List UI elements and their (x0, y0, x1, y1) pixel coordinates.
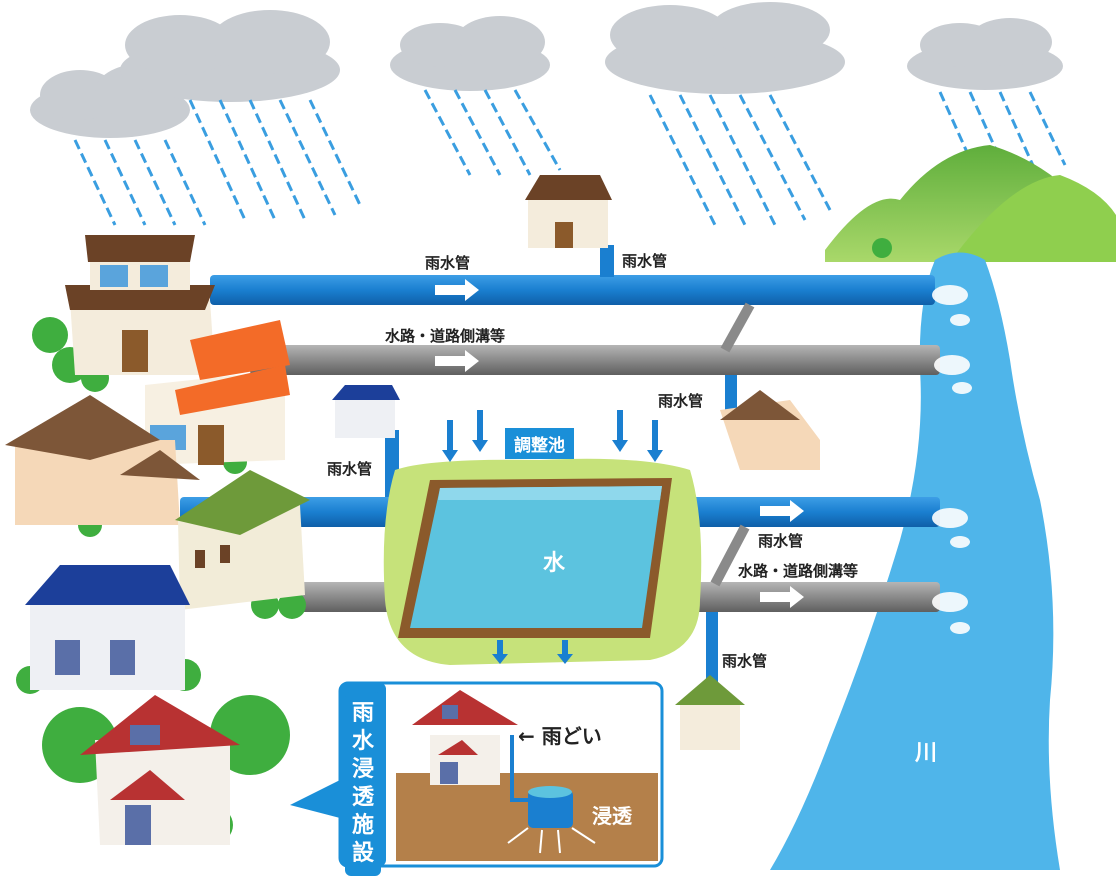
house-small-blue (332, 385, 400, 438)
house-right-low (675, 675, 745, 750)
label-infiltration: 浸透 (592, 804, 632, 828)
label-gutter: ← 雨どい (518, 724, 602, 748)
house-green-roof (175, 470, 310, 610)
house-blue-roof (25, 565, 190, 690)
label-pond: 調整池 (505, 428, 574, 459)
label-river: 川 (915, 741, 938, 766)
house-red-roof (80, 695, 240, 845)
inset-title: 雨 水 浸 透 施 設 (345, 692, 381, 876)
inset-title-char: 施 (351, 813, 374, 838)
label-channel-top: 水路・道路側溝等 (385, 327, 506, 345)
inset-title-char: 設 (351, 841, 374, 866)
mountains (825, 145, 1116, 262)
inset-title-char: 雨 (351, 701, 374, 726)
inset-title-char: 透 (351, 785, 374, 810)
house-orange (145, 320, 290, 465)
inflow-arrows (442, 410, 663, 664)
house-top-left (65, 235, 215, 375)
house-top-center (525, 175, 612, 248)
label-water: 水 (543, 551, 566, 576)
rain-clouds (30, 2, 1063, 138)
rain-streaks (73, 89, 1067, 226)
label-pipe-bottom-right: 雨水管 (758, 532, 804, 550)
label-pipe-mid-left: 雨水管 (327, 460, 373, 478)
outfall-splashes (932, 285, 972, 634)
houses (5, 175, 820, 845)
label-pipe-top-1: 雨水管 (425, 254, 471, 272)
house-beige-left (5, 395, 200, 525)
retention-pond (383, 458, 702, 665)
flow-arrows (435, 279, 804, 608)
inset-title-char: 浸 (351, 757, 374, 782)
label-pipe-lower-right: 雨水管 (722, 652, 768, 670)
label-channel-bottom: 水路・道路側溝等 (738, 562, 859, 580)
river (770, 252, 1060, 870)
inset-title-char: 水 (351, 729, 374, 754)
house-right-mid (720, 390, 820, 470)
label-pipe-mid-right: 雨水管 (658, 392, 704, 410)
label-pipe-top-2: 雨水管 (622, 252, 668, 270)
